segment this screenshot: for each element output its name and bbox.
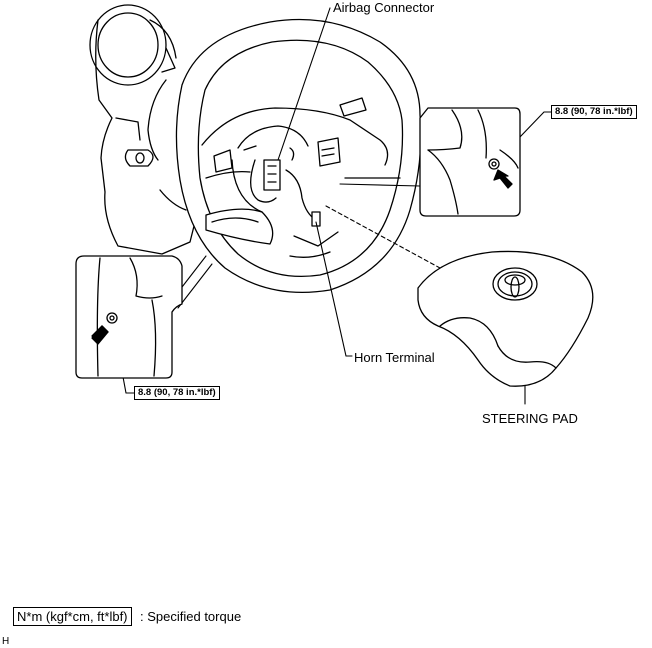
arrow-right (493, 169, 513, 189)
torque-legend-description: : Specified torque (140, 609, 242, 624)
pad-alignment-dashed-line (325, 205, 441, 269)
steering-pad-part (417, 250, 594, 387)
horn-terminal-label: Horn Terminal (354, 350, 435, 365)
left-inset-connector (177, 263, 213, 309)
steering-pad-label: STEERING PAD (482, 411, 578, 426)
torque-spec-left: 8.8 (90, 78 in.*lbf) (134, 386, 220, 400)
toyota-emblem (492, 267, 538, 301)
gauge-cluster (89, 4, 177, 86)
bolt-right (488, 158, 500, 170)
left-inset (75, 255, 183, 379)
bolt-left (106, 312, 118, 324)
airbag-connector-label: Airbag Connector (333, 0, 435, 15)
right-inset (419, 107, 521, 217)
right-inset-connector (339, 183, 421, 187)
torque-unit-legend-box: N*m (kgf*cm, ft*lbf) (13, 607, 132, 626)
torque-spec-right: 8.8 (90, 78 in.*lbf) (551, 105, 637, 119)
figure-code: H (2, 636, 10, 647)
steering-wheel (175, 18, 422, 293)
horn-terminal-leader (315, 221, 353, 357)
airbag-connector-leader (277, 7, 331, 161)
